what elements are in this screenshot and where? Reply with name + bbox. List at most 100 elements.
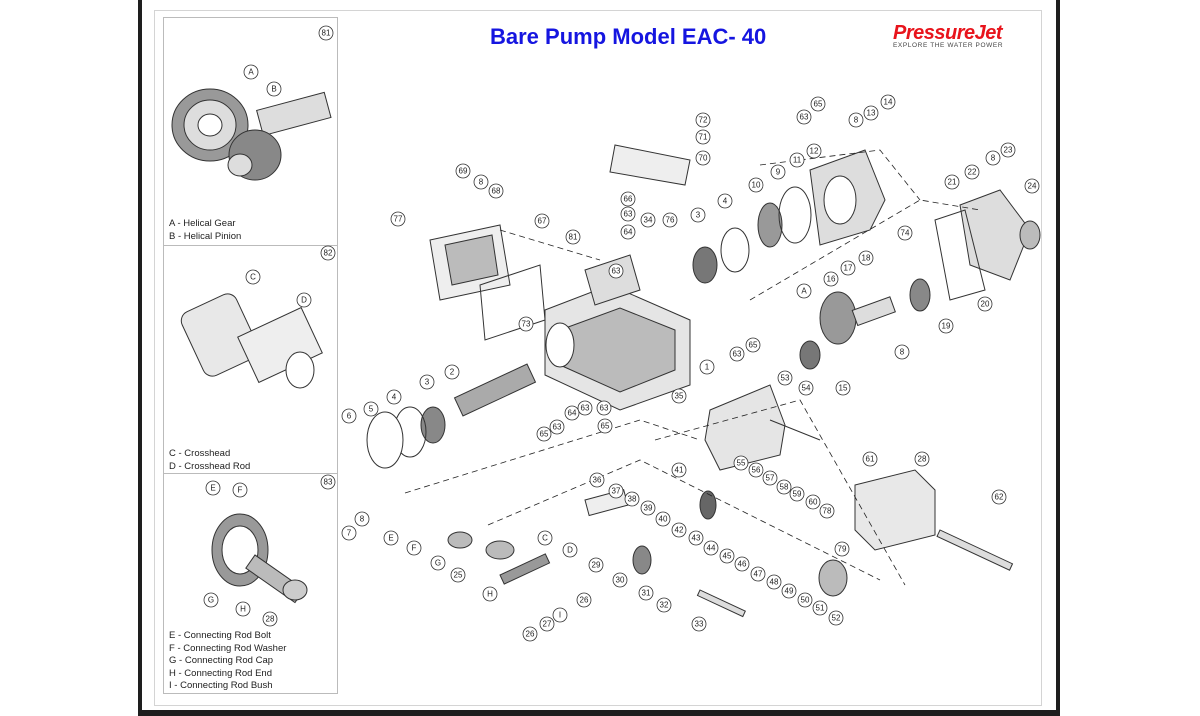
callout-circle	[699, 359, 715, 375]
callout-circle	[589, 472, 605, 488]
callout-circle	[858, 250, 874, 266]
callout-label: 74	[901, 229, 910, 238]
parts-drawings	[171, 88, 1041, 618]
callout-label: 5	[369, 405, 374, 414]
callout-label: 55	[737, 459, 746, 468]
callout-74: 74	[897, 225, 913, 241]
callout-label: 66	[624, 195, 633, 204]
callout-label: 18	[862, 254, 871, 263]
detail-crosshead: C - Crosshead D - Crosshead Rod	[164, 246, 337, 474]
callout-circle	[985, 150, 1001, 166]
callout-65: 65	[597, 418, 613, 434]
callout-circle	[840, 260, 856, 276]
callout-label: 50	[801, 596, 810, 605]
callout-69: 69	[455, 163, 471, 179]
callout-label: 70	[699, 154, 708, 163]
callout-63: 63	[796, 109, 812, 125]
callout-circle	[691, 616, 707, 632]
callout-label: 31	[642, 589, 651, 598]
callout-circle	[863, 105, 879, 121]
callout-label: C	[542, 534, 548, 543]
callout-32: 32	[656, 597, 672, 613]
callout-circle	[1024, 178, 1040, 194]
callout-label: 56	[752, 466, 761, 475]
callout-label: 7	[347, 529, 352, 538]
callout-circle	[671, 522, 687, 538]
callout-label: 30	[616, 576, 625, 585]
callout-circle	[450, 567, 466, 583]
callout-label: 1	[705, 363, 710, 372]
callout-label: 64	[624, 228, 633, 237]
callout-circle	[608, 483, 624, 499]
callout-label: 3	[696, 211, 701, 220]
callout-circle	[745, 337, 761, 353]
callout-label: 64	[568, 409, 577, 418]
callout-label: 34	[644, 216, 653, 225]
logo-text: PressureJet	[893, 22, 1003, 44]
callout-24: 24	[1024, 178, 1040, 194]
detail-connecting-rod: E - Connecting Rod Bolt F - Connecting R…	[164, 474, 337, 695]
callout-label: F	[238, 486, 243, 495]
callout-circle	[796, 109, 812, 125]
callout-circle	[695, 112, 711, 128]
callout-circle	[719, 548, 735, 564]
callout-50: 50	[797, 592, 813, 608]
callout-label: 81	[569, 233, 578, 242]
callout-40: 40	[655, 511, 671, 527]
callout-circle	[880, 94, 896, 110]
callout-label: 27	[543, 620, 552, 629]
callout-circle	[734, 556, 750, 572]
callout-12: 12	[806, 143, 822, 159]
callout-circle	[320, 245, 336, 261]
callout-circle	[729, 346, 745, 362]
detail-helical-gear: A - Helical Gear B - Helical Pinion	[164, 18, 337, 246]
callout-label: 8	[360, 515, 365, 524]
callout-circle	[534, 213, 550, 229]
callout-71: 71	[695, 129, 711, 145]
callout-circle	[733, 455, 749, 471]
callout-label: 26	[580, 596, 589, 605]
callout-35: 35	[671, 388, 687, 404]
callout-label: 38	[628, 495, 637, 504]
callout-label: 28	[918, 455, 927, 464]
callout-54: 54	[798, 380, 814, 396]
callout-label: 62	[995, 493, 1004, 502]
callout-58: 58	[776, 479, 792, 495]
callout-circle	[262, 611, 278, 627]
callout-8: 8	[848, 112, 864, 128]
callout-label: 2	[450, 368, 455, 377]
page-title: Bare Pump Model EAC- 40	[490, 24, 767, 49]
callout-circle	[296, 292, 312, 308]
callout-label: 63	[600, 404, 609, 413]
callout-circle	[620, 191, 636, 207]
callout-circle	[539, 616, 555, 632]
callout-circle	[245, 269, 261, 285]
callout-label: E	[388, 534, 393, 543]
callout-51: 51	[812, 600, 828, 616]
callout-circle	[390, 211, 406, 227]
callout-label: 58	[780, 483, 789, 492]
callout-label: 65	[749, 341, 758, 350]
callout-label: 65	[814, 100, 823, 109]
callout-circle	[894, 344, 910, 360]
callout-G: G	[430, 555, 446, 571]
legend-item: A - Helical Gear	[169, 218, 236, 229]
callout-label: 20	[981, 300, 990, 309]
callout-label: 65	[601, 422, 610, 431]
callout-circle	[656, 597, 672, 613]
drawing-frame	[154, 10, 1042, 706]
callout-label: 63	[624, 210, 633, 219]
callout-label: 44	[707, 544, 716, 553]
callout-19: 19	[938, 318, 954, 334]
callout-label: 69	[459, 167, 468, 176]
callout-circle	[789, 486, 805, 502]
callout-label: 47	[754, 570, 763, 579]
callout-63: 63	[577, 400, 593, 416]
callout-label: 52	[832, 614, 841, 623]
callout-label: 23	[1004, 146, 1013, 155]
callout-67: 67	[534, 213, 550, 229]
callout-52: 52	[828, 610, 844, 626]
callout-label: 16	[827, 275, 836, 284]
callout-circle	[776, 479, 792, 495]
